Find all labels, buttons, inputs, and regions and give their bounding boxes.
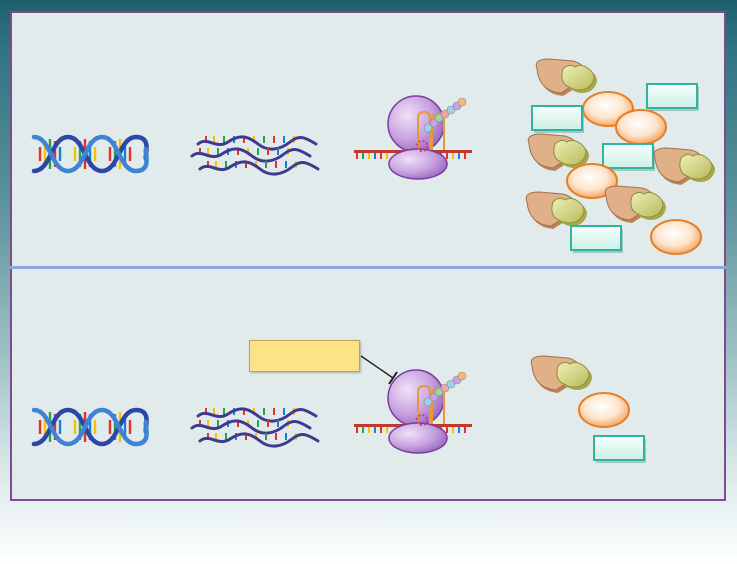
protein-complex <box>604 185 667 224</box>
mrna-strands-icon <box>190 134 320 176</box>
protein-box <box>570 225 624 254</box>
protein-box <box>531 105 585 134</box>
protein-complex <box>653 147 716 186</box>
protein-oval <box>578 392 630 428</box>
ribosome-icon <box>353 95 473 180</box>
dna-double-helix-icon <box>34 137 147 171</box>
ribosome-icon <box>353 369 473 454</box>
protein-cluster-icon <box>530 355 647 464</box>
panel-divider <box>10 266 726 269</box>
protein-complex <box>535 58 598 97</box>
dna-double-helix-icon <box>34 410 147 444</box>
bottom-panel <box>34 355 647 464</box>
protein-cluster-icon <box>525 58 716 255</box>
mrna-strands-icon <box>190 406 320 448</box>
top-panel <box>34 58 716 255</box>
inhibitor-box <box>249 340 360 372</box>
protein-oval <box>650 219 702 255</box>
protein-box <box>602 143 656 172</box>
protein-oval <box>615 109 667 145</box>
protein-box <box>593 435 647 464</box>
protein-complex <box>525 191 588 230</box>
protein-box <box>646 83 700 112</box>
protein-complex <box>530 355 593 394</box>
inhibition-arrow-icon <box>360 355 398 385</box>
